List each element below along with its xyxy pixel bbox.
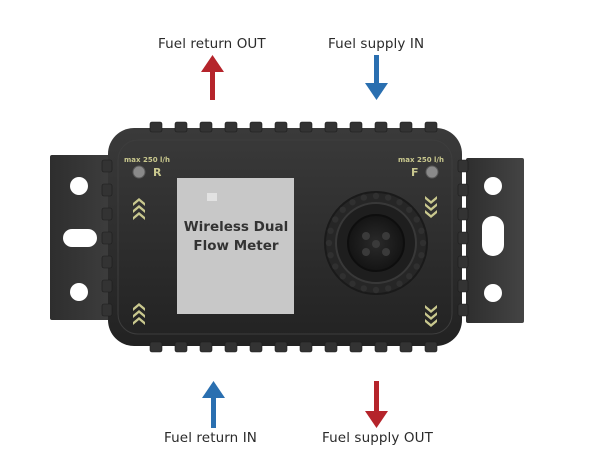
housing-rib (457, 255, 469, 269)
housing-rib (374, 341, 388, 353)
housing-rib (224, 341, 238, 353)
mount-hole-bottom-left (70, 283, 88, 301)
fuel-supply-in-label: Fuel supply IN (328, 36, 425, 52)
mount-slot-right (482, 216, 504, 256)
arrow-down-icon (365, 55, 388, 100)
housing-rib (274, 341, 288, 353)
chevron-up-icon (133, 198, 145, 220)
arrow-down-icon (365, 381, 388, 428)
connector-tooth (413, 216, 420, 223)
housing-rib (299, 121, 313, 133)
connector-tooth (406, 273, 413, 280)
housing-rib (101, 231, 113, 245)
device-name-line-1: Wireless Dual (183, 219, 289, 235)
fuel-supply-out-label: Fuel supply OUT (322, 430, 433, 446)
housing-rib (249, 121, 263, 133)
connector-tooth (360, 194, 368, 201)
housing-rib (374, 121, 388, 133)
housing-rib (101, 303, 113, 317)
mount-hole-bottom-right (484, 284, 502, 302)
housing-rib (149, 341, 163, 353)
housing-rib (349, 121, 363, 133)
connector-tooth (419, 239, 427, 247)
connector-tooth (360, 285, 368, 292)
left-indicator-led (132, 165, 146, 179)
connector-tooth (332, 216, 339, 223)
housing-rib (457, 303, 469, 317)
connector-tooth (396, 199, 403, 206)
housing-rib (101, 207, 113, 221)
right-port-rating: max 250 l/h (398, 156, 444, 164)
connector-tooth (396, 280, 403, 287)
connector-tooth (339, 273, 346, 280)
chevron-up-icon (133, 303, 145, 325)
housing-rib (174, 121, 188, 133)
housing-rib (101, 255, 113, 269)
device-label-panel (177, 178, 294, 314)
housing-rib (274, 121, 288, 133)
mount-hole-top-left (70, 177, 88, 195)
connector-tooth (372, 192, 380, 200)
right-indicator-led (425, 165, 439, 179)
housing-rib (249, 341, 263, 353)
connector-tooth (339, 206, 346, 213)
housing-rib (199, 121, 213, 133)
housing-rib (224, 121, 238, 133)
left-port-rating: max 250 l/h (124, 156, 170, 164)
connector-tooth (349, 199, 356, 206)
housing-rib (174, 341, 188, 353)
housing-rib (399, 121, 413, 133)
chevron-down-icon (425, 196, 437, 218)
connector-tooth (327, 227, 334, 235)
housing-rib (349, 341, 363, 353)
housing-rib (457, 207, 469, 221)
mount-hole-top-right (484, 177, 502, 195)
housing-rib (457, 279, 469, 293)
housing-rib (199, 341, 213, 353)
feed-port-letter: F (411, 166, 419, 179)
housing-rib (299, 341, 313, 353)
housing-rib (149, 121, 163, 133)
connector-tooth (418, 227, 425, 235)
housing-rib (101, 279, 113, 293)
fuel-return-in-label: Fuel return IN (164, 430, 257, 446)
device-name: Wireless Dual Flow Meter (178, 218, 294, 256)
connector-tooth (413, 263, 420, 270)
chevron-down-icon (425, 305, 437, 327)
housing-rib (399, 341, 413, 353)
mount-slot-left (63, 229, 97, 247)
connector-tooth (372, 286, 380, 294)
connector-tooth (327, 251, 334, 259)
connector-tooth (332, 263, 339, 270)
arrow-up-icon (202, 381, 225, 428)
housing-rib (101, 183, 113, 197)
connector-tooth (325, 239, 333, 247)
housing-rib (324, 121, 338, 133)
housing-rib (457, 159, 469, 173)
return-port-letter: R (153, 166, 162, 179)
housing-rib (424, 121, 438, 133)
sensor-connector (324, 191, 428, 295)
connector-tooth (384, 285, 392, 292)
housing-rib (101, 159, 113, 173)
fuel-return-out-label: Fuel return OUT (158, 36, 266, 52)
connector-tooth (418, 251, 425, 259)
housing-rib (457, 183, 469, 197)
connector-tooth (384, 194, 392, 201)
housing-rib (424, 341, 438, 353)
housing-rib (324, 341, 338, 353)
connector-tooth (349, 280, 356, 287)
arrow-up-icon (201, 55, 224, 100)
housing-rib (457, 231, 469, 245)
device-name-line-2: Flow Meter (193, 238, 279, 254)
connector-tooth (406, 206, 413, 213)
